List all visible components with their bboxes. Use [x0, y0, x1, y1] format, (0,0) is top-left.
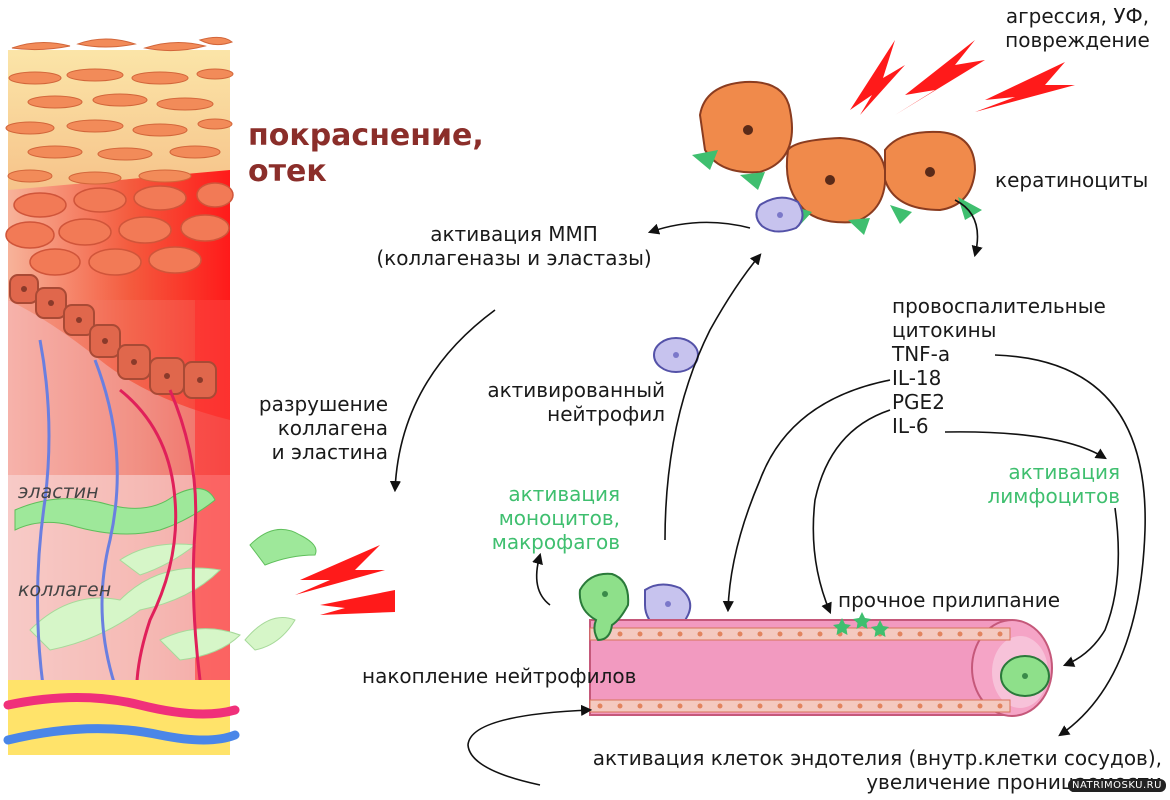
cytokines-label: провоспалительные цитокины TNF-a IL-18 P…: [892, 294, 1106, 438]
redness-label: покраснение, отек: [248, 118, 484, 189]
cytokine-il18: IL-18: [892, 366, 942, 390]
collagen-label: коллаген: [18, 579, 112, 601]
blood-vessel: [589, 612, 1053, 717]
collagen-destruction-label: разрушение коллагена и эластина: [258, 392, 388, 464]
neutrophil-accumulation-label: накопление нейтрофилов: [362, 664, 637, 688]
activated-neutrophil-label: активированный нейтрофил: [487, 378, 665, 426]
adhesion-stars: [833, 612, 889, 637]
collagen-fibres: [29, 543, 296, 661]
keratinocytes-label: кератиноциты: [995, 168, 1149, 192]
corneum-flakes: [5, 36, 234, 185]
dermal-vessels: [36, 339, 202, 721]
endothelium-activation-label: активация клеток эндотелия (внутр.клетки…: [592, 746, 1162, 794]
flow-arrows: [389, 199, 1146, 786]
keratinocyte-cells: [692, 80, 982, 235]
elastin-label: эластин: [18, 481, 99, 503]
watermark: NATRIMOSKU.RU: [1068, 779, 1166, 792]
strong-adhesion-label: прочное прилипание: [838, 588, 1061, 612]
aggression-label: агрессия, УФ, повреждение: [1005, 4, 1150, 52]
cytokine-pge2: PGE2: [892, 390, 945, 414]
cytokine-tnf: TNF-a: [892, 342, 951, 366]
lightning-icon-group-top: [850, 40, 1075, 115]
skin-section: [3, 36, 317, 755]
lymphocyte-activation-label: активация лимфоцитов: [987, 460, 1121, 508]
lightning-icon-group-left: [295, 545, 395, 615]
cytokine-il6: IL-6: [892, 414, 929, 438]
monocyte-activation-label: активация моноцитов, макрофагов: [491, 482, 620, 554]
epidermis-cells: [5, 182, 234, 276]
mmp-activation-label: активация ММП (коллагеназы и эластазы): [376, 222, 652, 270]
